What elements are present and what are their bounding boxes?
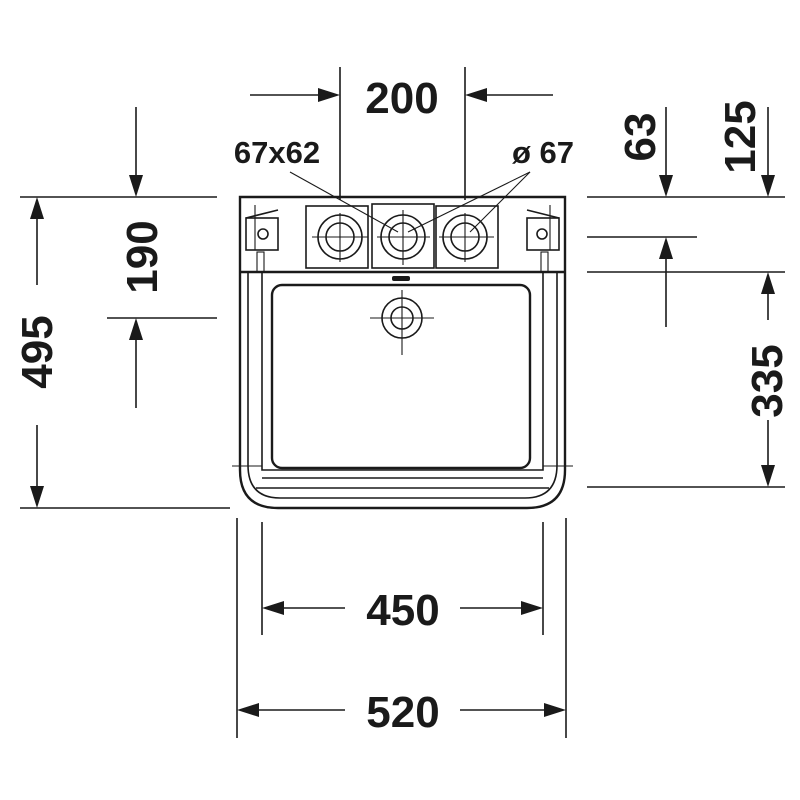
dimension-63: 63 [587, 107, 785, 327]
dimension-label-495: 495 [13, 315, 62, 388]
annotation-67x62: 67x62 [234, 135, 399, 233]
dimension-label-520: 520 [366, 688, 439, 737]
dimension-335: 335 [587, 272, 792, 488]
dimension-190: 190 [107, 107, 217, 408]
dimension-label-450: 450 [366, 586, 439, 635]
dimension-495: 495 [13, 196, 230, 509]
label-67x62: 67x62 [234, 135, 320, 170]
mounting-bracket-left [245, 209, 279, 251]
overflow-slot [392, 276, 410, 281]
dimension-label-190: 190 [118, 220, 167, 293]
dimension-450: 450 [261, 522, 544, 635]
dimension-520: 520 [236, 518, 567, 738]
dimension-label-335: 335 [743, 344, 792, 417]
tap-hole-center [371, 203, 435, 269]
tap-hole-left [305, 205, 369, 269]
dimension-125: 125 [587, 100, 785, 273]
dimension-label-125: 125 [716, 100, 765, 173]
label-dia-67: ø 67 [512, 135, 574, 170]
dimension-label-63: 63 [616, 113, 665, 162]
sink-outline [232, 195, 573, 510]
annotation-dia-67: ø 67 [407, 135, 574, 233]
tap-hole-right [435, 205, 499, 269]
mounting-bracket-right [526, 209, 560, 251]
dimension-label-200: 200 [365, 74, 438, 123]
drain-outlet [370, 290, 434, 355]
dimension-200: 200 [250, 67, 553, 200]
